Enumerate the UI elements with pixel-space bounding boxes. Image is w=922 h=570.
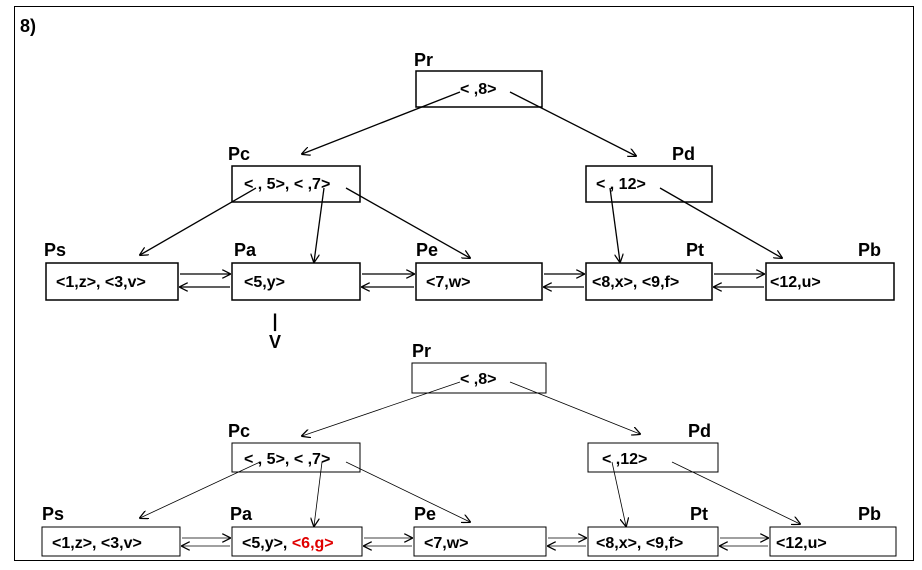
keys-pa-bottom: <5,y>, <6,g> [242, 535, 334, 552]
keys-pt-bottom: <8,x>, <9,f> [596, 535, 683, 552]
label-pe-top: Pe [416, 240, 438, 260]
label-pd-top: Pd [672, 144, 695, 164]
keys-pd-top: < , 12> [596, 176, 646, 193]
keys-pa-top: <5,y> [244, 274, 285, 291]
tree-after-insert: Pr Pc Pd Ps Pa Pe Pt Pb < ,8> < , 5>, < … [41, 341, 897, 557]
edge-pr-pc-top [302, 91, 461, 154]
node-pe-bottom [413, 526, 547, 557]
transition-bar: | [272, 311, 277, 331]
edge-pc-pa-bottom [314, 461, 323, 526]
keys-pc-bottom: < , 5>, < ,7> [244, 451, 330, 468]
edge-pd-pb-top [659, 187, 782, 258]
edge-pc-pe-bottom [345, 461, 470, 522]
keys-pb-top: <12,u> [770, 274, 821, 291]
label-pt-top: Pt [686, 240, 704, 260]
label-pd-bottom: Pd [688, 421, 711, 441]
tree-before-insert: Pr Pc Pd Ps Pa Pe Pt Pb < ,8> < , 5>, < … [44, 50, 895, 301]
node-pa-bottom [231, 526, 363, 557]
node-pc-bottom [231, 442, 361, 473]
edge-pr-pc-bottom [302, 381, 461, 436]
keys-pb-bottom: <12,u> [776, 535, 827, 552]
label-pt-bottom: Pt [690, 504, 708, 524]
keys-pa-new-key: <6,g> [292, 535, 334, 552]
keys-pa-existing: <5,y>, [242, 535, 292, 552]
node-pt-top [585, 262, 713, 301]
label-pa-top: Pa [234, 240, 257, 260]
keys-pt-top: <8,x>, <9,f> [592, 274, 679, 291]
label-pc-top: Pc [228, 144, 250, 164]
edge-pc-pe-top [345, 187, 470, 258]
edge-pc-ps-top [140, 187, 257, 255]
node-pt-bottom [587, 526, 719, 557]
label-pb-top: Pb [858, 240, 881, 260]
edge-pd-pt-bottom [611, 461, 626, 526]
node-ps-top [45, 262, 179, 301]
edge-pc-ps-bottom [140, 461, 261, 518]
edge-pd-pb-bottom [671, 461, 800, 524]
node-pe-top [415, 262, 543, 301]
edge-pr-pd-top [509, 91, 636, 156]
node-pd-bottom [587, 442, 719, 473]
node-pb-bottom [769, 526, 897, 557]
keys-ps-bottom: <1,z>, <3,v> [52, 535, 142, 552]
transition-arrow-icon: V [269, 332, 281, 352]
node-ps-bottom [41, 526, 181, 557]
node-pb-top [765, 262, 895, 301]
keys-pc-top: < , 5>, < ,7> [244, 176, 330, 193]
keys-pe-top: <7,w> [426, 274, 470, 291]
label-pb-bottom: Pb [858, 504, 881, 524]
label-pr-bottom: Pr [412, 341, 431, 361]
keys-pd-bottom: < ,12> [602, 451, 647, 468]
keys-pr-bottom: < ,8> [460, 371, 496, 388]
node-pr-bottom [411, 362, 547, 394]
keys-pe-bottom: <7,w> [424, 535, 468, 552]
label-pe-bottom: Pe [414, 504, 436, 524]
label-ps-bottom: Ps [42, 504, 64, 524]
node-pa-top [231, 262, 361, 301]
label-pa-bottom: Pa [230, 504, 253, 524]
edge-pr-pd-bottom [509, 381, 640, 434]
node-pc-top [231, 165, 361, 203]
label-ps-top: Ps [44, 240, 66, 260]
keys-pr-top: < ,8> [460, 81, 496, 98]
figure-number: 8) [20, 16, 36, 36]
label-pc-bottom: Pc [228, 421, 250, 441]
keys-ps-top: <1,z>, <3,v> [56, 274, 146, 291]
label-pr-top: Pr [414, 50, 433, 70]
edge-pc-pa-top [314, 187, 325, 262]
edge-pd-pt-top [609, 187, 620, 262]
node-pd-top [585, 165, 713, 203]
